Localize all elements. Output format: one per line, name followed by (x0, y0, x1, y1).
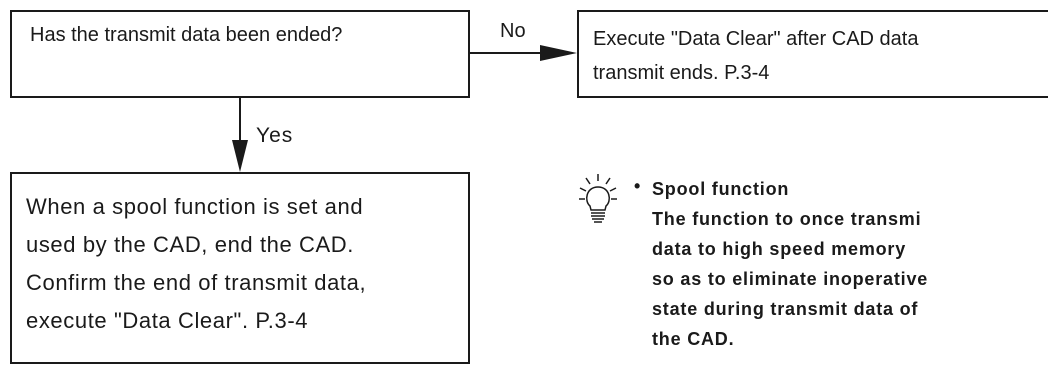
yes-action-line: Confirm the end of transmit data, (26, 270, 367, 295)
spool-note: • Spool function The function to once tr… (578, 172, 1048, 376)
yes-action-line: When a spool function is set and (26, 194, 364, 219)
no-action-box: Execute "Data Clear" after CAD data tran… (577, 10, 1048, 98)
note-title: Spool function (652, 179, 790, 199)
decision-box: Has the transmit data been ended? (10, 10, 470, 98)
note-bullet: • (634, 176, 641, 196)
note-text: Spool function The function to once tran… (652, 174, 1048, 354)
no-arrow (470, 45, 577, 61)
no-action-line: Execute "Data Clear" after CAD data (593, 28, 919, 50)
note-line: the CAD. (652, 329, 735, 349)
yes-label: Yes (256, 124, 294, 147)
yes-action-box: When a spool function is set and used by… (10, 172, 470, 364)
no-action-line: transmit ends. P.3-4 (593, 62, 770, 84)
no-label: No (500, 20, 526, 42)
yes-arrow (232, 98, 248, 172)
lightbulb-icon (579, 174, 617, 223)
yes-action-line: execute "Data Clear". P.3-4 (26, 308, 309, 333)
note-line: The function to once transmi (652, 209, 922, 229)
note-line: state during transmit data of (652, 299, 919, 319)
note-line: so as to eliminate inoperative (652, 269, 929, 289)
note-line: data to high speed memory (652, 239, 907, 259)
yes-action-line: used by the CAD, end the CAD. (26, 232, 355, 257)
decision-text: Has the transmit data been ended? (30, 24, 343, 46)
